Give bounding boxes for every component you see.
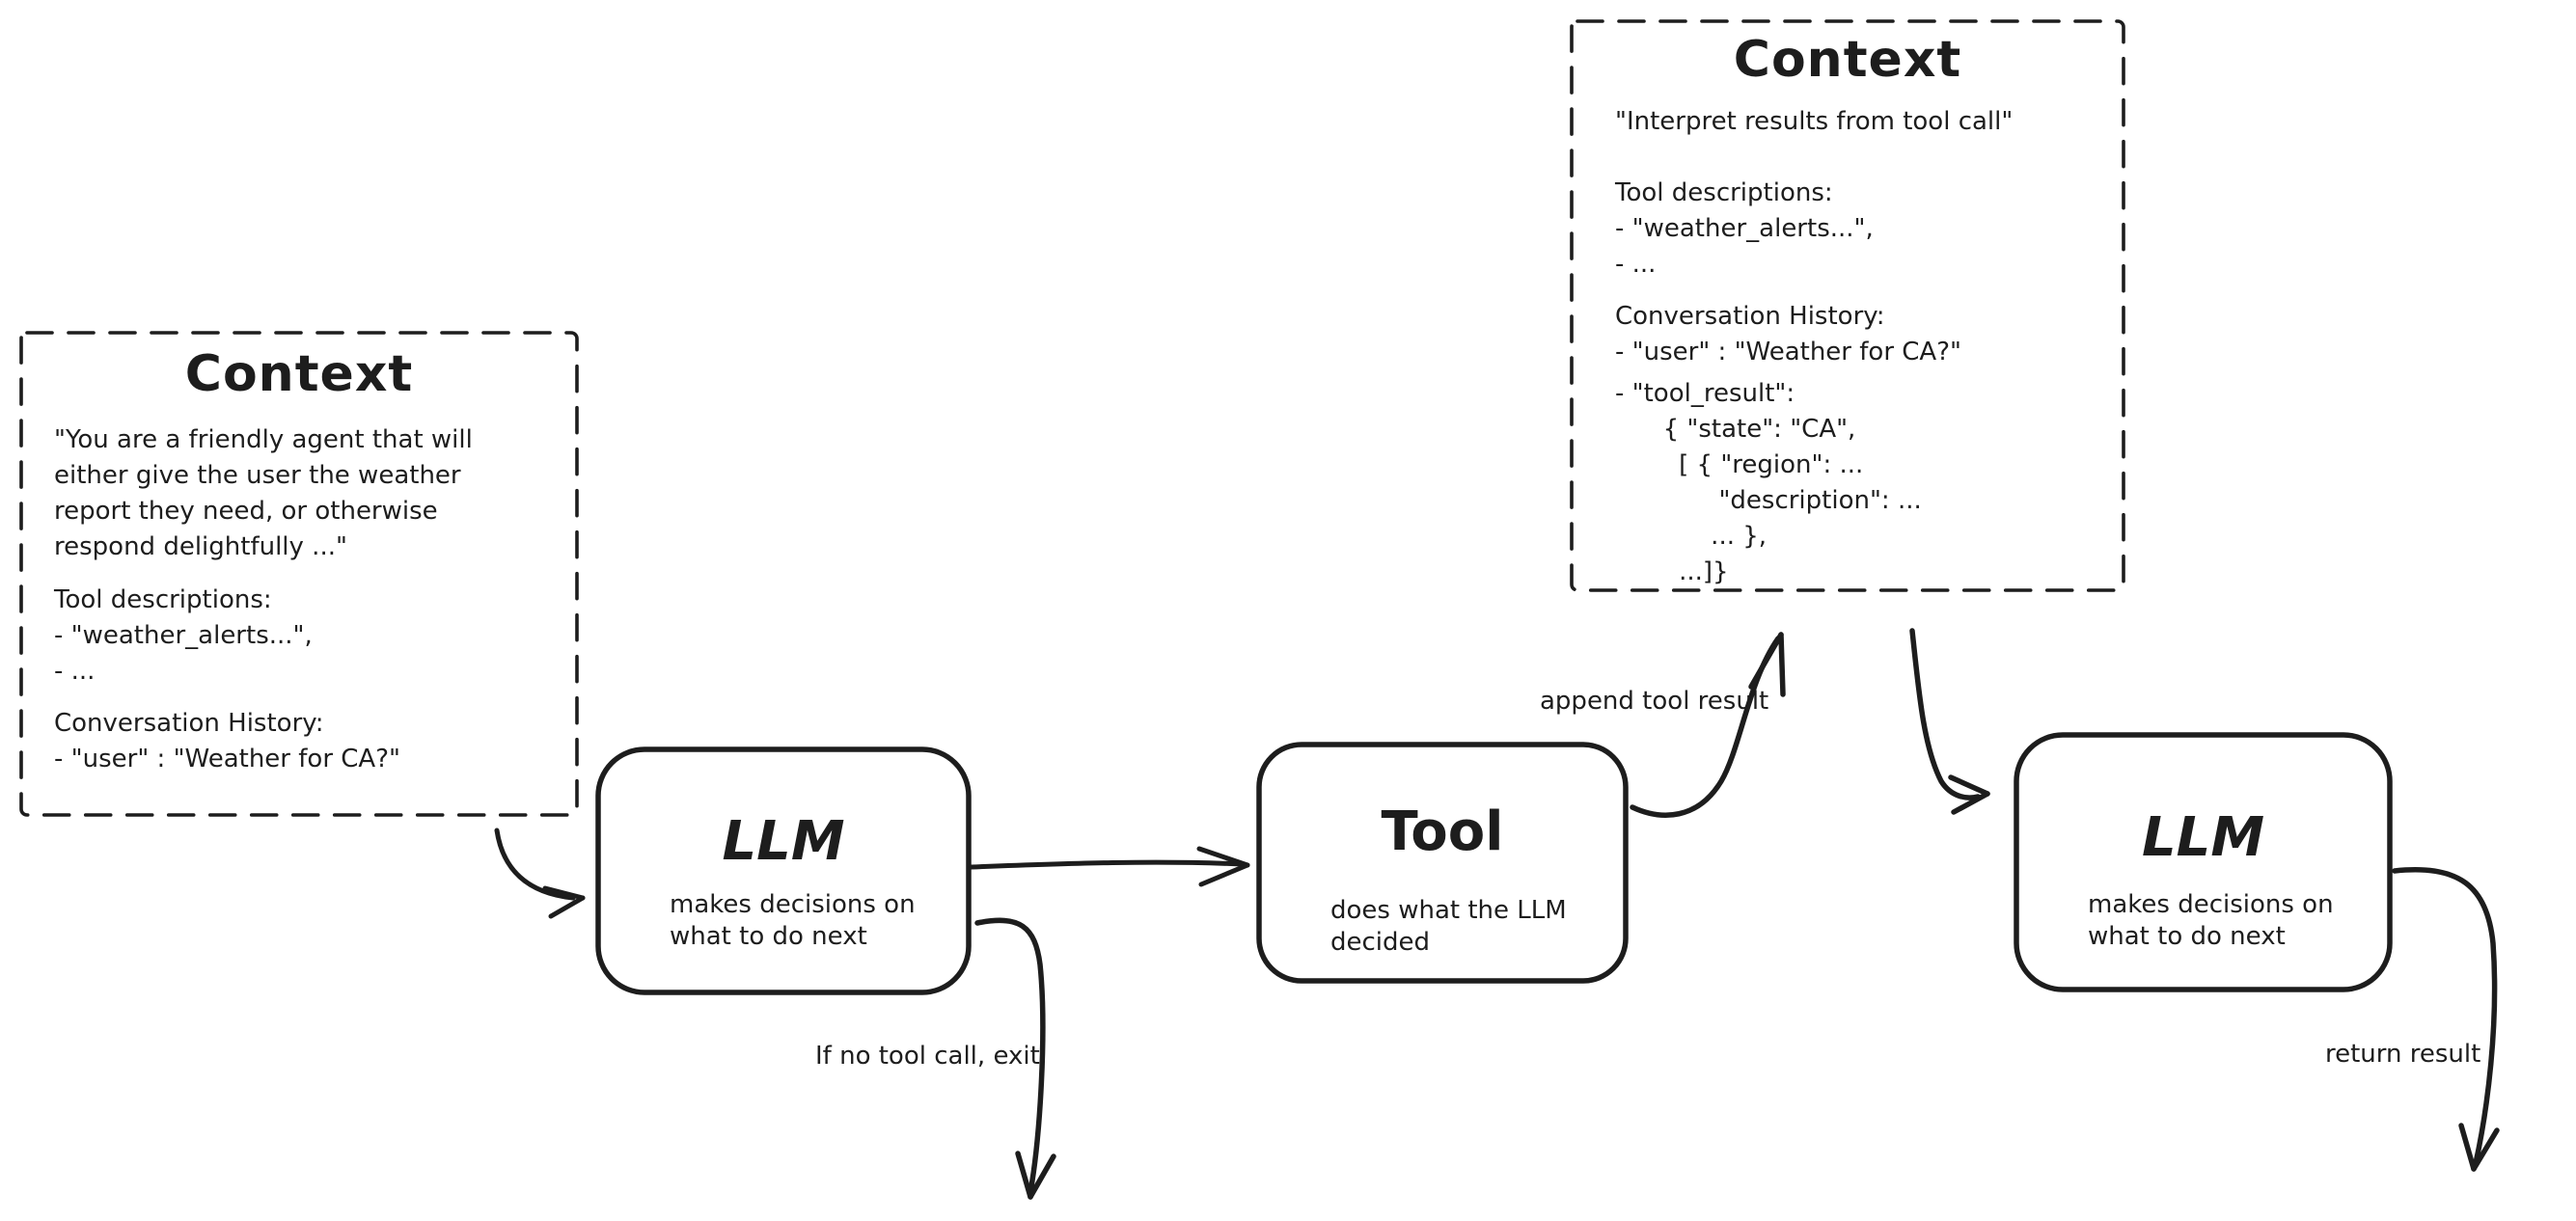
text-line: Conversation History: [54,709,324,738]
text-line: "description": ... [1615,486,1922,515]
llm1-node-subtitle: makes decisions on what to do next [670,889,916,953]
arrow-tool-to-context-right [1630,632,1786,818]
text-line: does what the LLM [1330,896,1567,925]
arrow-llm2-return [2392,867,2500,1172]
tool-node-title: Tool [1381,800,1504,863]
text-line: - ... [1615,250,1657,279]
llm1-node-title: LLM [722,810,845,873]
text-line: ... }, [1615,522,1768,551]
text-line: { "state": "CA", [1615,415,1856,444]
text-line: Tool descriptions: [1615,178,1833,207]
text-line: - "user" : "Weather for CA?" [54,745,400,773]
text-line: Conversation History: [1615,302,1885,331]
text-line: - "weather_alerts...", [1615,214,1874,243]
llm1-node-box [595,746,972,995]
tool-node-subtitle: does what the LLM decided [1330,895,1567,959]
context-right-tool-result: - "tool_result": { "state": "CA", [ { "r… [1615,376,1922,590]
context-right-tool-descriptions: Tool descriptions: - "weather_alerts..."… [1615,176,1874,283]
tool-node-box [1256,742,1629,984]
text-line: "You are a friendly agent that will [54,425,473,454]
arrow-llm1-to-tool [969,846,1250,887]
text-line: report they need, or otherwise [54,497,438,526]
return-result-label: return result [2325,1040,2481,1069]
context-right-conversation-history: Conversation History: - "user" : "Weathe… [1615,299,1961,370]
context-right-title: Context [1733,31,1962,89]
no-tool-exit-label: If no tool call, exit [815,1042,1040,1071]
text-line: makes decisions on [670,890,916,919]
llm2-node-subtitle: makes decisions on what to do next [2088,889,2334,953]
text-line: "Interpret results from tool call" [1615,107,2014,136]
text-line: either give the user the weather [54,461,461,490]
context-right-box [1570,19,2125,592]
context-left-tool-descriptions: Tool descriptions: - "weather_alerts..."… [54,583,313,690]
text-line: what to do next [2088,922,2286,951]
context-left-system-prompt: "You are a friendly agent that will eith… [54,422,473,565]
context-left-box [19,331,579,817]
context-left-title: Context [184,345,414,403]
llm2-node-title: LLM [2141,806,2265,869]
append-tool-result-label: append tool result [1540,687,1769,716]
text-line: Tool descriptions: [54,585,272,614]
text-line: - "tool_result": [1615,379,1795,408]
text-line: [ { "region": ... [1615,450,1864,479]
context-right-system-prompt: "Interpret results from tool call" [1615,104,2013,140]
text-line: decided [1330,928,1431,957]
arrow-context-right-to-llm2 [1909,628,1990,815]
arrow-llm1-exit [974,917,1056,1200]
text-line: - "weather_alerts...", [54,621,313,650]
text-line: ...]} [1615,557,1729,586]
llm2-node-box [2014,732,2393,992]
context-left-conversation-history: Conversation History: - "user" : "Weathe… [54,706,400,777]
text-line: makes decisions on [2088,890,2334,919]
text-line: - "user" : "Weather for CA?" [1615,338,1961,366]
text-line: what to do next [670,922,867,951]
arrow-context-left-to-llm1 [494,828,586,919]
text-line: respond delightfully ..." [54,532,347,561]
text-line: - ... [54,657,96,686]
